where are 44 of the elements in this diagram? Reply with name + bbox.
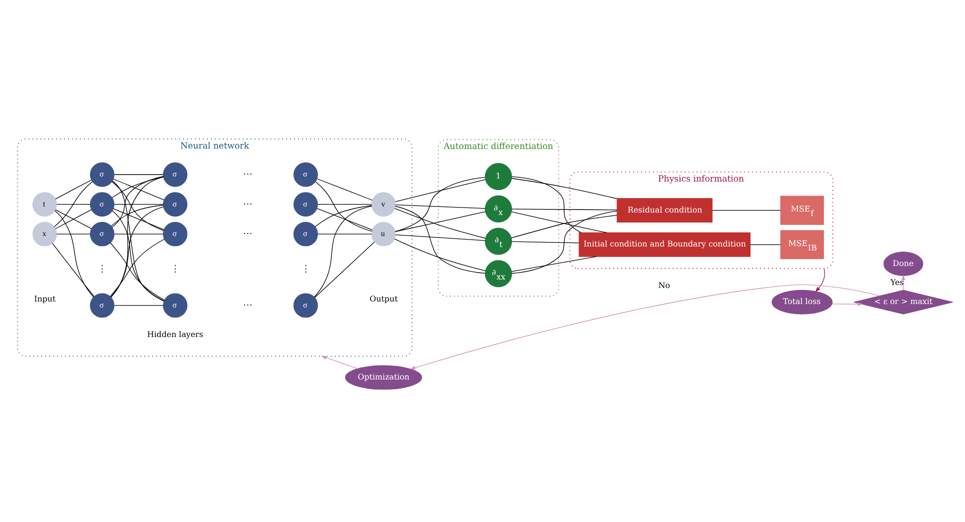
connector [395,210,486,232]
connector [394,208,486,238]
connector [395,205,486,274]
label: ⋮ [301,264,310,275]
connector [511,240,580,243]
connector [510,214,618,238]
connector [55,208,92,229]
connector [52,242,94,296]
connector [511,210,618,274]
connector [316,178,373,200]
connector [54,180,93,227]
connector [712,209,781,210]
connector [114,304,164,306]
arrow [902,274,906,290]
label: ⋮ [98,264,107,275]
label: ⋮ [170,264,180,275]
label: ⋯ [243,299,252,310]
connector [395,204,486,208]
connector [394,238,486,271]
connector [395,234,486,240]
label: ⋯ [243,198,252,210]
connector [114,233,164,234]
arrow [410,284,880,369]
connector [314,205,372,297]
arrow [815,268,825,292]
connector [113,208,164,230]
arrow [832,302,863,306]
connector [314,241,375,298]
label: ⋯ [243,228,252,240]
connector [55,179,92,199]
connector [395,178,486,202]
connector [511,208,618,210]
connector [511,178,618,198]
connector [56,233,90,234]
connector [511,211,608,233]
connector [54,210,94,297]
connector [317,233,372,234]
arrow [321,355,358,369]
connector [315,180,372,232]
connector [394,176,486,232]
connector [511,256,597,272]
connector [110,204,164,226]
label: ⋯ [243,168,252,180]
connector [512,176,582,233]
